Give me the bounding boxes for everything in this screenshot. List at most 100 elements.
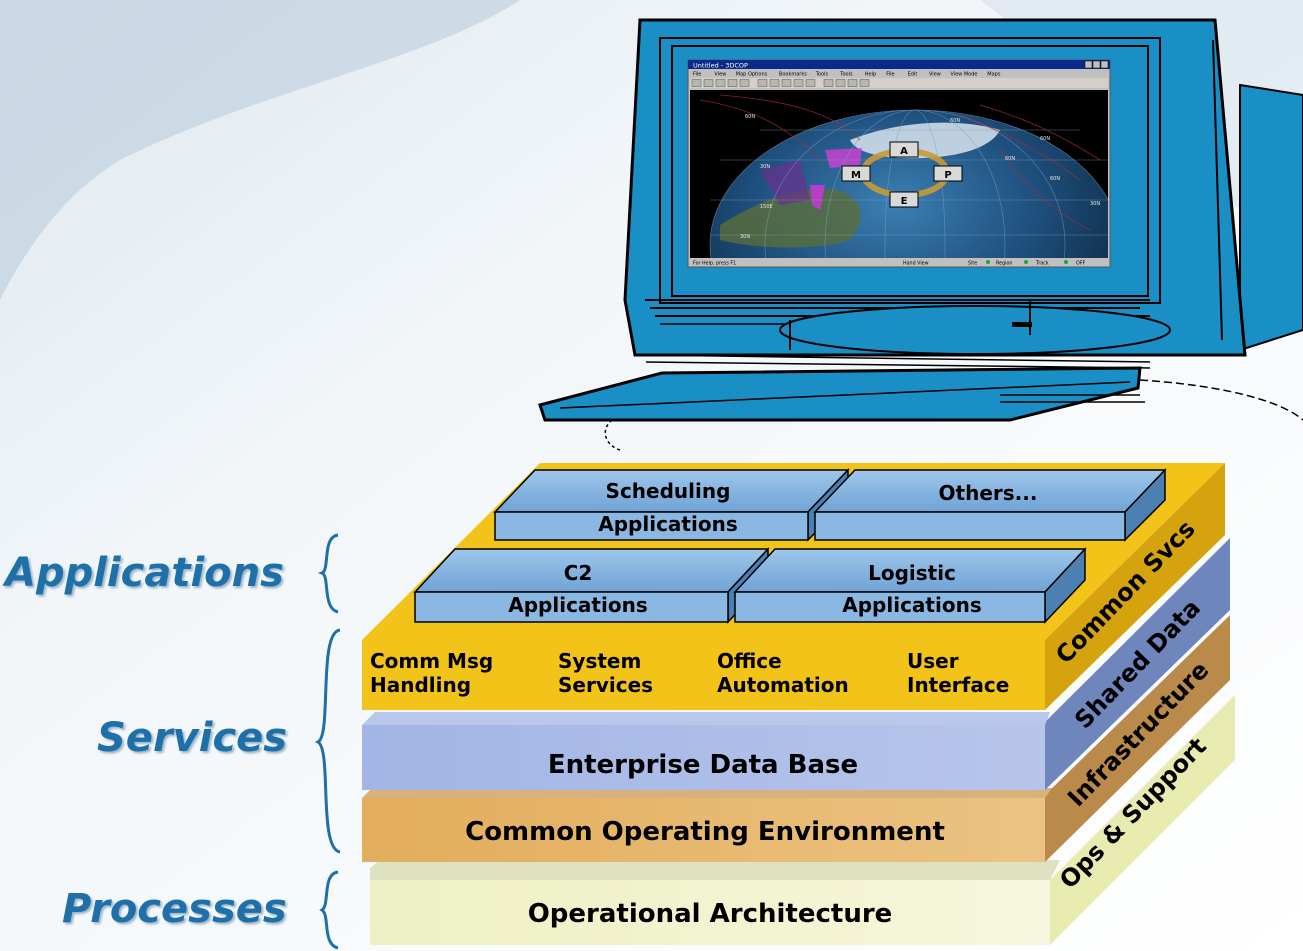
status-region-led [1024,260,1028,264]
layer-common-operating-environment: Common Operating Environment [362,615,1230,862]
screen-toolbar-button[interactable] [757,79,768,87]
map-grid-label: 60N [950,118,960,124]
slab-logistic: Logistic Applications [733,547,1087,624]
screen-menu-item[interactable]: File [693,72,701,78]
brace-processes [319,870,339,950]
slab-others: Others... [813,468,1167,542]
map-box-a-label: A [900,146,908,157]
screen-toolbar-button[interactable] [805,79,816,87]
screen-menu-item[interactable]: Tools [815,72,829,78]
label-processes: Processes [62,886,287,932]
status-view-mode: Hand View [903,261,929,267]
screen-toolbar-button[interactable] [835,79,846,87]
screen-toolbar-button[interactable] [691,79,702,87]
screen-menu-item[interactable]: Map Options [736,72,768,78]
monitor-bezel [659,37,1161,304]
label-services: Services [97,715,288,761]
keyboard-cable [1139,379,1303,421]
service-comm-line2: Handling [370,673,471,697]
slab-scheduling-subtitle: Applications [598,512,737,536]
screen-menu-item[interactable]: Help [865,72,876,78]
screen-toolbar-button[interactable] [727,79,738,87]
service-office-line1: Office [717,649,782,673]
status-track-led [1064,260,1068,264]
slab-c2: C2 Applications [413,547,770,624]
monitor: Untitled - 3DCOP File View Map Options Book… [538,18,1303,451]
map-box-p [933,165,963,182]
screen-toolbar-button[interactable] [859,79,870,87]
map-grid-label: 30N [760,164,770,170]
layer-opar-label: Operational Architecture [528,899,893,929]
layer-coe-label: Common Operating Environment [465,817,945,847]
screen-toolbar-button[interactable] [703,79,714,87]
service-sys-line2: Services [558,673,653,697]
status-region: Region [996,261,1012,267]
layer-enterprise-data-base: Enterprise Data Base [362,538,1230,790]
map-grid-label: 60N [745,114,755,120]
map-box-e [889,191,919,208]
screen-menu-item[interactable]: File [886,72,894,78]
slab-logistic-subtitle: Applications [842,593,981,617]
map-grid-label: 150E [760,204,773,210]
service-sys-line1: System [558,649,641,673]
screen-menu-item[interactable]: View [929,72,941,78]
map-box-p-label: P [944,170,951,181]
application-slabs: Scheduling Applications Others... C2 App… [413,468,1167,624]
slab-c2-title: C2 [564,561,593,585]
status-help-text: For Help, press F1 [693,261,736,267]
map-box-e-label: E [901,196,908,207]
screen-menubar: File View Map Options Bookmarks Tools Tools He… [693,72,1001,78]
layer-operational-architecture: Operational Architecture [370,695,1235,945]
slab-logistic-title: Logistic [868,561,956,585]
screen-menu-item[interactable]: Tools [839,72,853,78]
screen-toolbar-button[interactable] [769,79,780,87]
brace-applications [317,533,339,614]
screen-menu-item[interactable]: Edit [908,72,918,78]
screen-toolbar-buttons [691,79,870,87]
map-box-m-label: M [851,170,861,181]
label-applications: Applications [5,550,284,596]
map-grid-label: 60N [1040,136,1050,142]
layer-database-label: Enterprise Data Base [548,750,858,780]
map-grid-label: 60N [1050,176,1060,182]
screen-toolbar-button[interactable] [781,79,792,87]
slab-scheduling-title: Scheduling [606,479,731,503]
map-grid-label: 60N [1005,156,1015,162]
map-box-a [889,141,919,158]
service-user-line2: Interface [907,673,1009,697]
screen-toolbar-button[interactable] [823,79,834,87]
service-comm-line1: Comm Msg [370,649,493,673]
screen-statusbar [690,258,1108,266]
screen-titlebar [688,60,1110,69]
screen-menu-item[interactable]: View Mode [950,72,977,78]
status-off: OFF [1076,261,1086,267]
brace-services [314,628,341,854]
slab-c2-subtitle: Applications [508,593,647,617]
screen-menu-item[interactable]: Maps [987,72,1001,78]
map-grid-label: 30N [1090,201,1100,207]
screen-toolbar-button[interactable] [715,79,726,87]
brackets [314,533,341,950]
service-user-line1: User [907,649,959,673]
screen-toolbar-button[interactable] [793,79,804,87]
map-box-m [841,165,871,182]
background-haze [0,0,520,300]
keyboard [538,366,1142,422]
status-site-led [986,260,990,264]
screen-window-title: Untitled - 3DCOP [693,62,748,70]
monitor-side [1239,83,1303,352]
status-site: Site [968,261,977,267]
screen-toolbar-button[interactable] [739,79,750,87]
screen-toolbar [690,78,1108,88]
screen-menu-item[interactable]: Bookmarks [779,72,807,78]
monitor-stand [779,305,1171,355]
screen-close-icon[interactable] [1100,60,1109,69]
slab-others-title: Others... [939,481,1038,505]
services-side-face [1045,463,1225,710]
services-front-face [362,640,1045,710]
slab-scheduling: Scheduling Applications [493,468,850,542]
screen-toolbar-button[interactable] [847,79,858,87]
screen-menu-item[interactable]: View [714,72,726,78]
service-office-line2: Automation [717,673,849,697]
